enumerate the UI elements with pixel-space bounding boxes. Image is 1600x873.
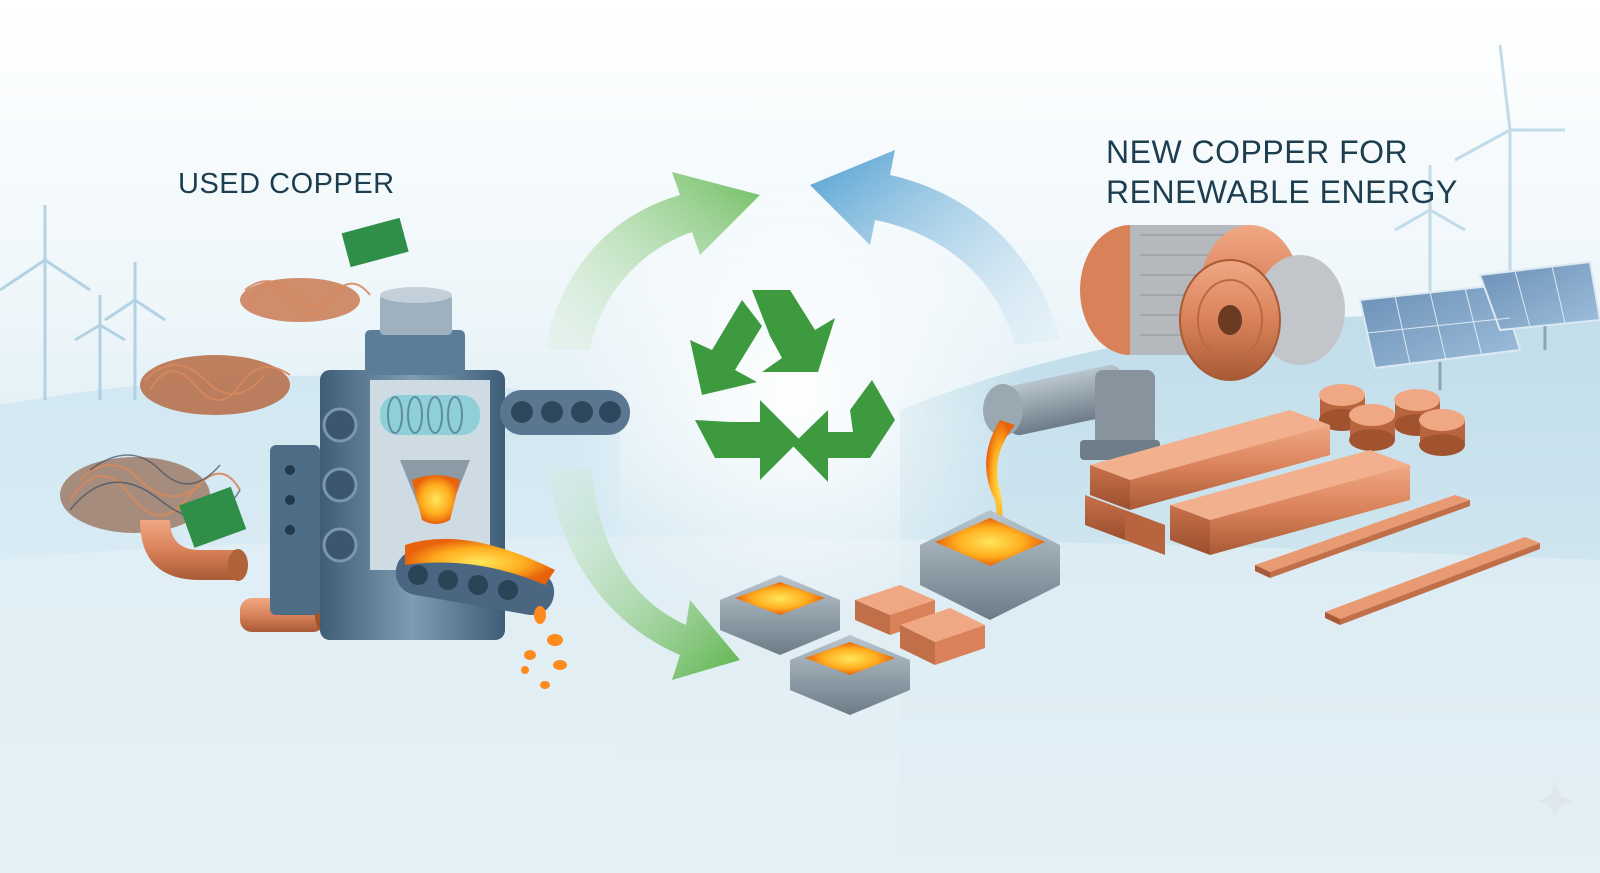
copper-strips [1255, 495, 1540, 625]
new-copper-label-line2: RENEWABLE ENERGY [1106, 174, 1458, 210]
sparkle-icon [1536, 782, 1574, 820]
conveyor-icon [500, 390, 630, 435]
copper-spool-icon [1080, 225, 1345, 381]
copper-disc [1319, 384, 1465, 456]
recycle-icon [690, 290, 895, 482]
new-copper-label-line1: NEW COPPER FOR [1106, 134, 1409, 170]
new-copper-label: NEW COPPER FOR RENEWABLE ENERGY [1106, 132, 1458, 212]
arrow-blue-top [810, 150, 1060, 345]
wind-turbine-icon [0, 205, 166, 400]
pouring-crucible [920, 364, 1160, 620]
arrow-green-bottom [548, 470, 740, 680]
used-copper-label: USED COPPER [178, 168, 395, 200]
copper-bars [1085, 410, 1410, 555]
crucible-icon [720, 575, 910, 715]
copper-ingot [855, 585, 985, 665]
conveyor-icon [395, 538, 567, 689]
arrow-green-top [545, 172, 760, 350]
gear-icon [322, 407, 358, 563]
solar-panel-icon [1358, 260, 1600, 390]
scrap-copper-pile [60, 217, 409, 632]
